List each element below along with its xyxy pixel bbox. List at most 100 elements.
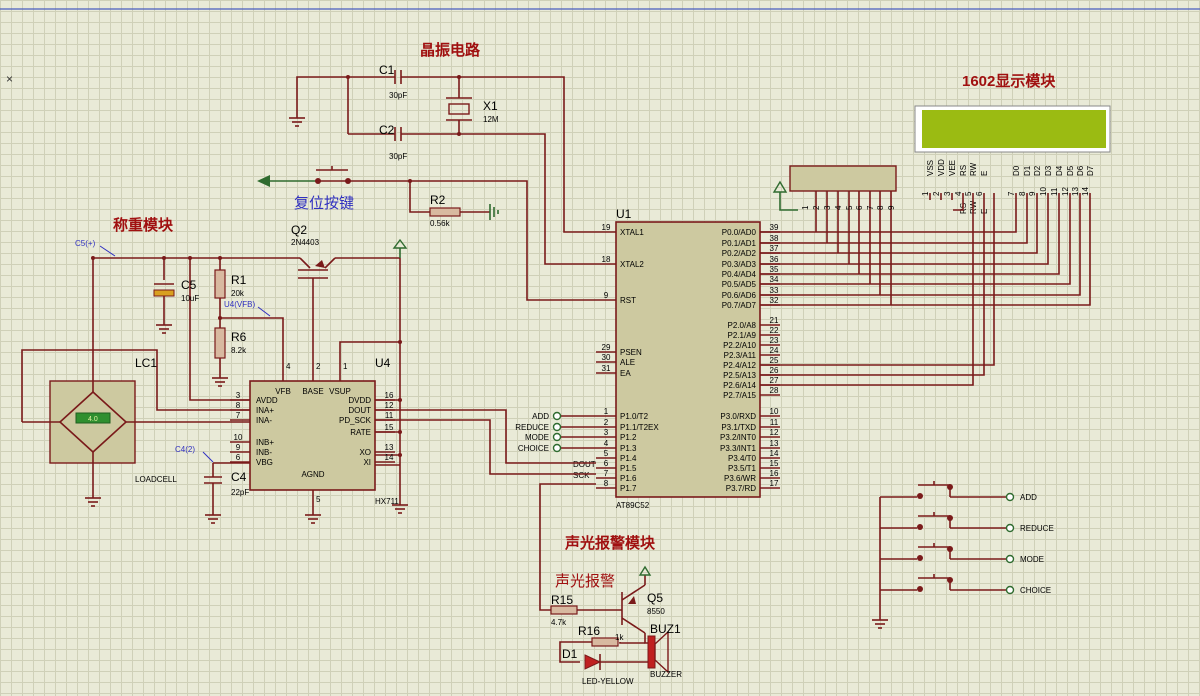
u1-pin-num: 18 [602, 255, 611, 264]
lcd-pin-labels: VSS1VDD2VEE3RS4RW5E6D07D18D29D310D411D51… [921, 159, 1095, 214]
c2-value: 30pF [389, 152, 407, 161]
lcd-pin-num: 10 [1039, 187, 1048, 196]
button-terminal[interactable] [1005, 523, 1015, 533]
u1-pin-name: P0.4/AD4 [722, 270, 757, 279]
lcd-module [914, 105, 1111, 153]
r6-value: 8.2k [231, 346, 247, 355]
u4-pin-num: 3 [236, 391, 241, 400]
u1-pin-num: 13 [770, 439, 779, 448]
u4-pin-name: VBG [256, 458, 273, 467]
u4-pin-name: DOUT [348, 406, 371, 415]
rp-pin-num: 1 [801, 205, 810, 210]
button-terminal[interactable] [1005, 585, 1015, 595]
probe-u4vfb: U4(VFB) [224, 300, 255, 309]
lcd-pin-num: 4 [954, 191, 963, 196]
button-terminal[interactable] [1005, 492, 1015, 502]
x1-ref: X1 [483, 99, 498, 113]
crystal-circuit [289, 70, 596, 265]
button-contact [917, 493, 923, 499]
u4-pin-name: VFB [275, 387, 291, 396]
signal-sck: SCK [573, 471, 590, 480]
lcd-pin-num: 13 [1071, 187, 1080, 196]
lcd-pin-name: VDD [937, 159, 946, 176]
u1-pin-num: 3 [604, 428, 609, 437]
q5-ref: Q5 [647, 591, 663, 605]
u1-pin-num: 21 [770, 316, 779, 325]
c5-ref: C5 [181, 278, 197, 292]
lcd-pin-name: D4 [1055, 165, 1064, 176]
lcd-pin-name: VSS [926, 160, 935, 176]
u4-pin-num: 11 [385, 411, 394, 420]
reset-circuit [257, 166, 596, 301]
u4-pin-name: INB+ [256, 438, 274, 447]
u1-terminal-dot[interactable] [552, 411, 562, 421]
u1-pin-num: 15 [770, 459, 779, 468]
button-bank [872, 497, 888, 629]
lcd-pin-num: 2 [932, 191, 941, 196]
c5-value: 10uF [181, 294, 199, 303]
u1-terminal-label: MODE [525, 433, 549, 442]
u1-pin-num: 30 [602, 353, 611, 362]
u1-pin-num: 8 [604, 479, 609, 488]
lcd-wires [760, 193, 1091, 386]
button-terminal-label: REDUCE [1020, 524, 1054, 533]
u1-pin-num: 39 [770, 223, 779, 232]
u1-pin-num: 32 [770, 296, 779, 305]
u1-pin-name: P0.6/AD6 [722, 291, 757, 300]
lcd-pin-name: D3 [1044, 165, 1053, 176]
u1-terminal-dot[interactable] [552, 432, 562, 442]
button-contact [917, 555, 923, 561]
close-icon[interactable]: × [6, 72, 13, 86]
u1-pin-num: 37 [770, 244, 779, 253]
u4-ref: U4 [375, 356, 391, 370]
u1-pin-num: 36 [770, 255, 779, 264]
q2-value: 2N4403 [291, 238, 320, 247]
u1-pin-name: P3.1/TXD [721, 423, 756, 432]
r15-ref: R15 [551, 593, 573, 607]
u1-pin-name: P3.7/RD [726, 484, 756, 493]
u4-pin-num: 2 [316, 362, 321, 371]
u1-pin-name: P0.3/AD3 [722, 260, 757, 269]
r2-value: 0.56k [430, 219, 451, 228]
u1-pin-num: 5 [604, 449, 609, 458]
u1-pin-name: P0.2/AD2 [722, 249, 757, 258]
button-contact [917, 524, 923, 530]
u1-pin-name: P2.4/A12 [723, 361, 756, 370]
u1-pin-name: P2.7/A15 [723, 391, 756, 400]
u4-pin-name: INA- [256, 416, 272, 425]
button-terminal-label: MODE [1020, 555, 1044, 564]
lcd-pin-name: D1 [1023, 165, 1032, 176]
c4-value: 22pF [231, 488, 249, 497]
u1-body [615, 221, 761, 498]
button-terminal[interactable] [1005, 554, 1015, 564]
u1-pin-num: 31 [602, 364, 611, 373]
u1-terminal-dot[interactable] [552, 422, 562, 432]
u1-ref: U1 [616, 207, 632, 221]
u1-pin-num: 33 [770, 286, 779, 295]
u1-pin-name: P1.5 [620, 464, 637, 473]
u4-pin-num: 6 [236, 453, 241, 462]
lcd-pin-name: E [980, 171, 989, 176]
u1-pin-name: RST [620, 296, 636, 305]
u1-pin-name: P0.1/AD1 [722, 239, 757, 248]
u1-pin-name: P3.3/INT1 [720, 444, 757, 453]
u4-pin-name: XI [363, 458, 371, 467]
u1-terminal-label: REDUCE [515, 423, 549, 432]
u1-terminal-dot[interactable] [552, 443, 562, 453]
u1-pin-name: P1.4 [620, 454, 637, 463]
lcd-pin-name: D6 [1076, 165, 1085, 176]
u4-pin-num: 8 [236, 401, 241, 410]
u1-pin-num: 10 [770, 407, 779, 416]
rp-pin-num: 5 [845, 205, 854, 210]
u4-pin-name: PD_SCK [339, 416, 372, 425]
u1-pin-name: P0.7/AD7 [722, 301, 757, 310]
u4-pin-name: AVDD [256, 396, 278, 405]
u4-pin-name: DVDD [348, 396, 371, 405]
u4-value: HX711 [375, 497, 399, 506]
r1-ref: R1 [231, 273, 247, 287]
u4-pin-num: 1 [343, 362, 348, 371]
